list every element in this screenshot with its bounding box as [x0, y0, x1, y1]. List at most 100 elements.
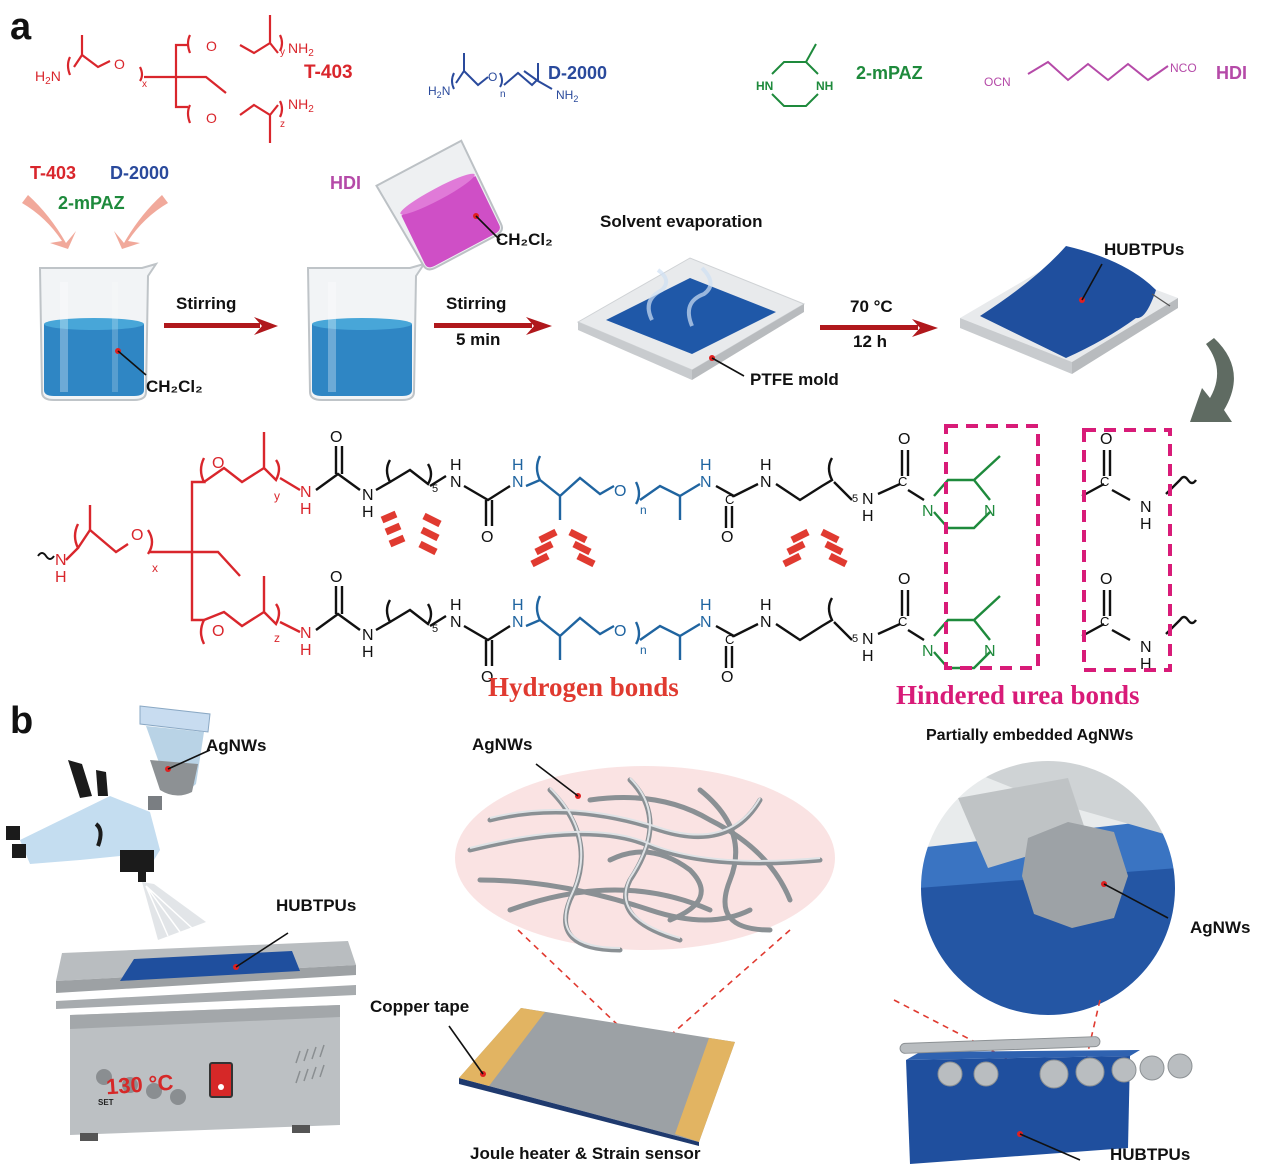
svg-text:O: O: [212, 623, 224, 640]
svg-text:N: N: [362, 487, 374, 504]
joule-heater-device: [448, 1008, 735, 1146]
panel-b-label: b: [10, 700, 34, 742]
svg-text:N: N: [362, 627, 374, 644]
svg-text:O: O: [721, 669, 733, 686]
t403-nh2-bottom: NH2: [288, 96, 314, 115]
spray-gun: [6, 705, 211, 940]
svg-text:O: O: [721, 529, 733, 546]
svg-text:N: N: [760, 474, 772, 491]
svg-text:H: H: [300, 501, 312, 518]
network-agnws-label: AgNWs: [472, 735, 533, 754]
embedded-hubtpu-label: HUBTPUs: [1110, 1145, 1191, 1164]
t403-sub-y: y: [280, 47, 285, 58]
svg-text:O: O: [898, 571, 910, 588]
hdi-structure: OCN NCO: [984, 60, 1197, 89]
svg-text:N: N: [450, 474, 462, 491]
svg-text:N: N: [700, 474, 712, 491]
hdi-name: HDI: [1216, 63, 1247, 83]
hindered-urea-bonds-label: Hindered urea bonds: [896, 680, 1140, 710]
step3-temperature: 70 °C: [850, 297, 893, 316]
device-caption: Joule heater & Strain sensor: [470, 1144, 701, 1163]
svg-text:n: n: [640, 643, 647, 657]
svg-text:O: O: [898, 431, 910, 448]
svg-text:N: N: [55, 552, 67, 569]
svg-text:O: O: [481, 529, 493, 546]
svg-text:z: z: [274, 631, 280, 645]
svg-text:N: N: [512, 474, 524, 491]
svg-text:O: O: [488, 70, 497, 84]
svg-text:O: O: [330, 569, 342, 586]
svg-text:n: n: [640, 503, 647, 517]
panel-a-label: a: [10, 6, 32, 48]
t403-name: T-403: [304, 62, 353, 83]
spray-agnws-label: AgNWs: [206, 736, 267, 755]
svg-text:C: C: [725, 632, 734, 647]
hdi-pouring-beaker: [375, 139, 504, 271]
svg-text:O: O: [614, 623, 626, 640]
t403-h2n: H2N: [35, 68, 61, 87]
embedded-closeup-circle: [919, 759, 1177, 1017]
svg-text:H: H: [700, 457, 712, 474]
input-mpaz: 2-mPAZ: [58, 193, 125, 213]
beaker-1: [38, 262, 159, 401]
t403-o1: O: [114, 56, 125, 72]
step3-arrow: [820, 319, 938, 337]
hotplate: [56, 932, 356, 1141]
svg-text:O: O: [614, 483, 626, 500]
d2000-name: D-2000: [548, 63, 608, 83]
svg-text:H: H: [300, 642, 312, 659]
svg-text:N: N: [300, 484, 312, 501]
hotplate-set-label: SET: [98, 1098, 114, 1107]
svg-text:NH2: NH2: [556, 88, 578, 104]
svg-text:N: N: [862, 631, 874, 648]
ptfe-mold: [576, 257, 806, 380]
svg-text:5: 5: [852, 493, 858, 505]
hubtpu-film-label: HUBTPUs: [1104, 240, 1185, 259]
svg-text:H: H: [1140, 656, 1152, 673]
svg-text:C: C: [1100, 614, 1109, 629]
svg-text:H: H: [760, 457, 772, 474]
step1-label: Stirring: [176, 294, 237, 313]
svg-text:O: O: [131, 527, 143, 544]
svg-text:N: N: [984, 643, 996, 660]
beaker-1-pointer: [115, 348, 147, 376]
agnw-network: [455, 763, 835, 1049]
svg-text:N: N: [1140, 499, 1152, 516]
t403-sub-z: z: [280, 119, 285, 130]
svg-text:H: H: [760, 597, 772, 614]
svg-text:C: C: [898, 614, 907, 629]
hdi-pointer: [473, 213, 501, 241]
svg-text:C: C: [898, 474, 907, 489]
svg-text:OCN: OCN: [984, 75, 1011, 89]
hdi-process-label: HDI: [330, 173, 361, 193]
svg-text:H: H: [55, 569, 67, 586]
step1-arrow: [164, 317, 278, 335]
step2-duration: 5 min: [456, 330, 501, 349]
t403-structure: H2N O x O y NH2 O z NH2: [35, 15, 314, 143]
svg-text:H: H: [450, 597, 462, 614]
svg-text:x: x: [152, 561, 158, 575]
svg-text:5: 5: [432, 483, 438, 495]
t403-sub-x: x: [142, 79, 147, 90]
svg-text:N: N: [922, 643, 934, 660]
step2-arrow: [434, 317, 552, 335]
svg-text:N: N: [1140, 639, 1152, 656]
svg-text:y: y: [274, 489, 280, 503]
svg-text:5: 5: [432, 623, 438, 635]
svg-text:N: N: [922, 503, 934, 520]
embedded-title: Partially embedded AgNWs: [926, 727, 1134, 744]
svg-text:N: N: [512, 614, 524, 631]
beaker-1-solvent-label: CH₂Cl₂: [146, 377, 203, 396]
hotplate-hubtpu-label: HUBTPUs: [276, 896, 357, 915]
svg-text:N: N: [700, 614, 712, 631]
svg-text:O: O: [481, 669, 493, 686]
input-arrows: [22, 195, 168, 249]
svg-text:O: O: [1100, 431, 1112, 448]
svg-text:N: N: [760, 614, 772, 631]
hdi-solvent-label: CH₂Cl₂: [496, 230, 553, 249]
svg-text:H: H: [862, 508, 874, 525]
svg-text:H: H: [512, 597, 524, 614]
svg-text:N: N: [450, 614, 462, 631]
beaker-2: [306, 262, 427, 401]
t403-o2: O: [206, 38, 217, 54]
